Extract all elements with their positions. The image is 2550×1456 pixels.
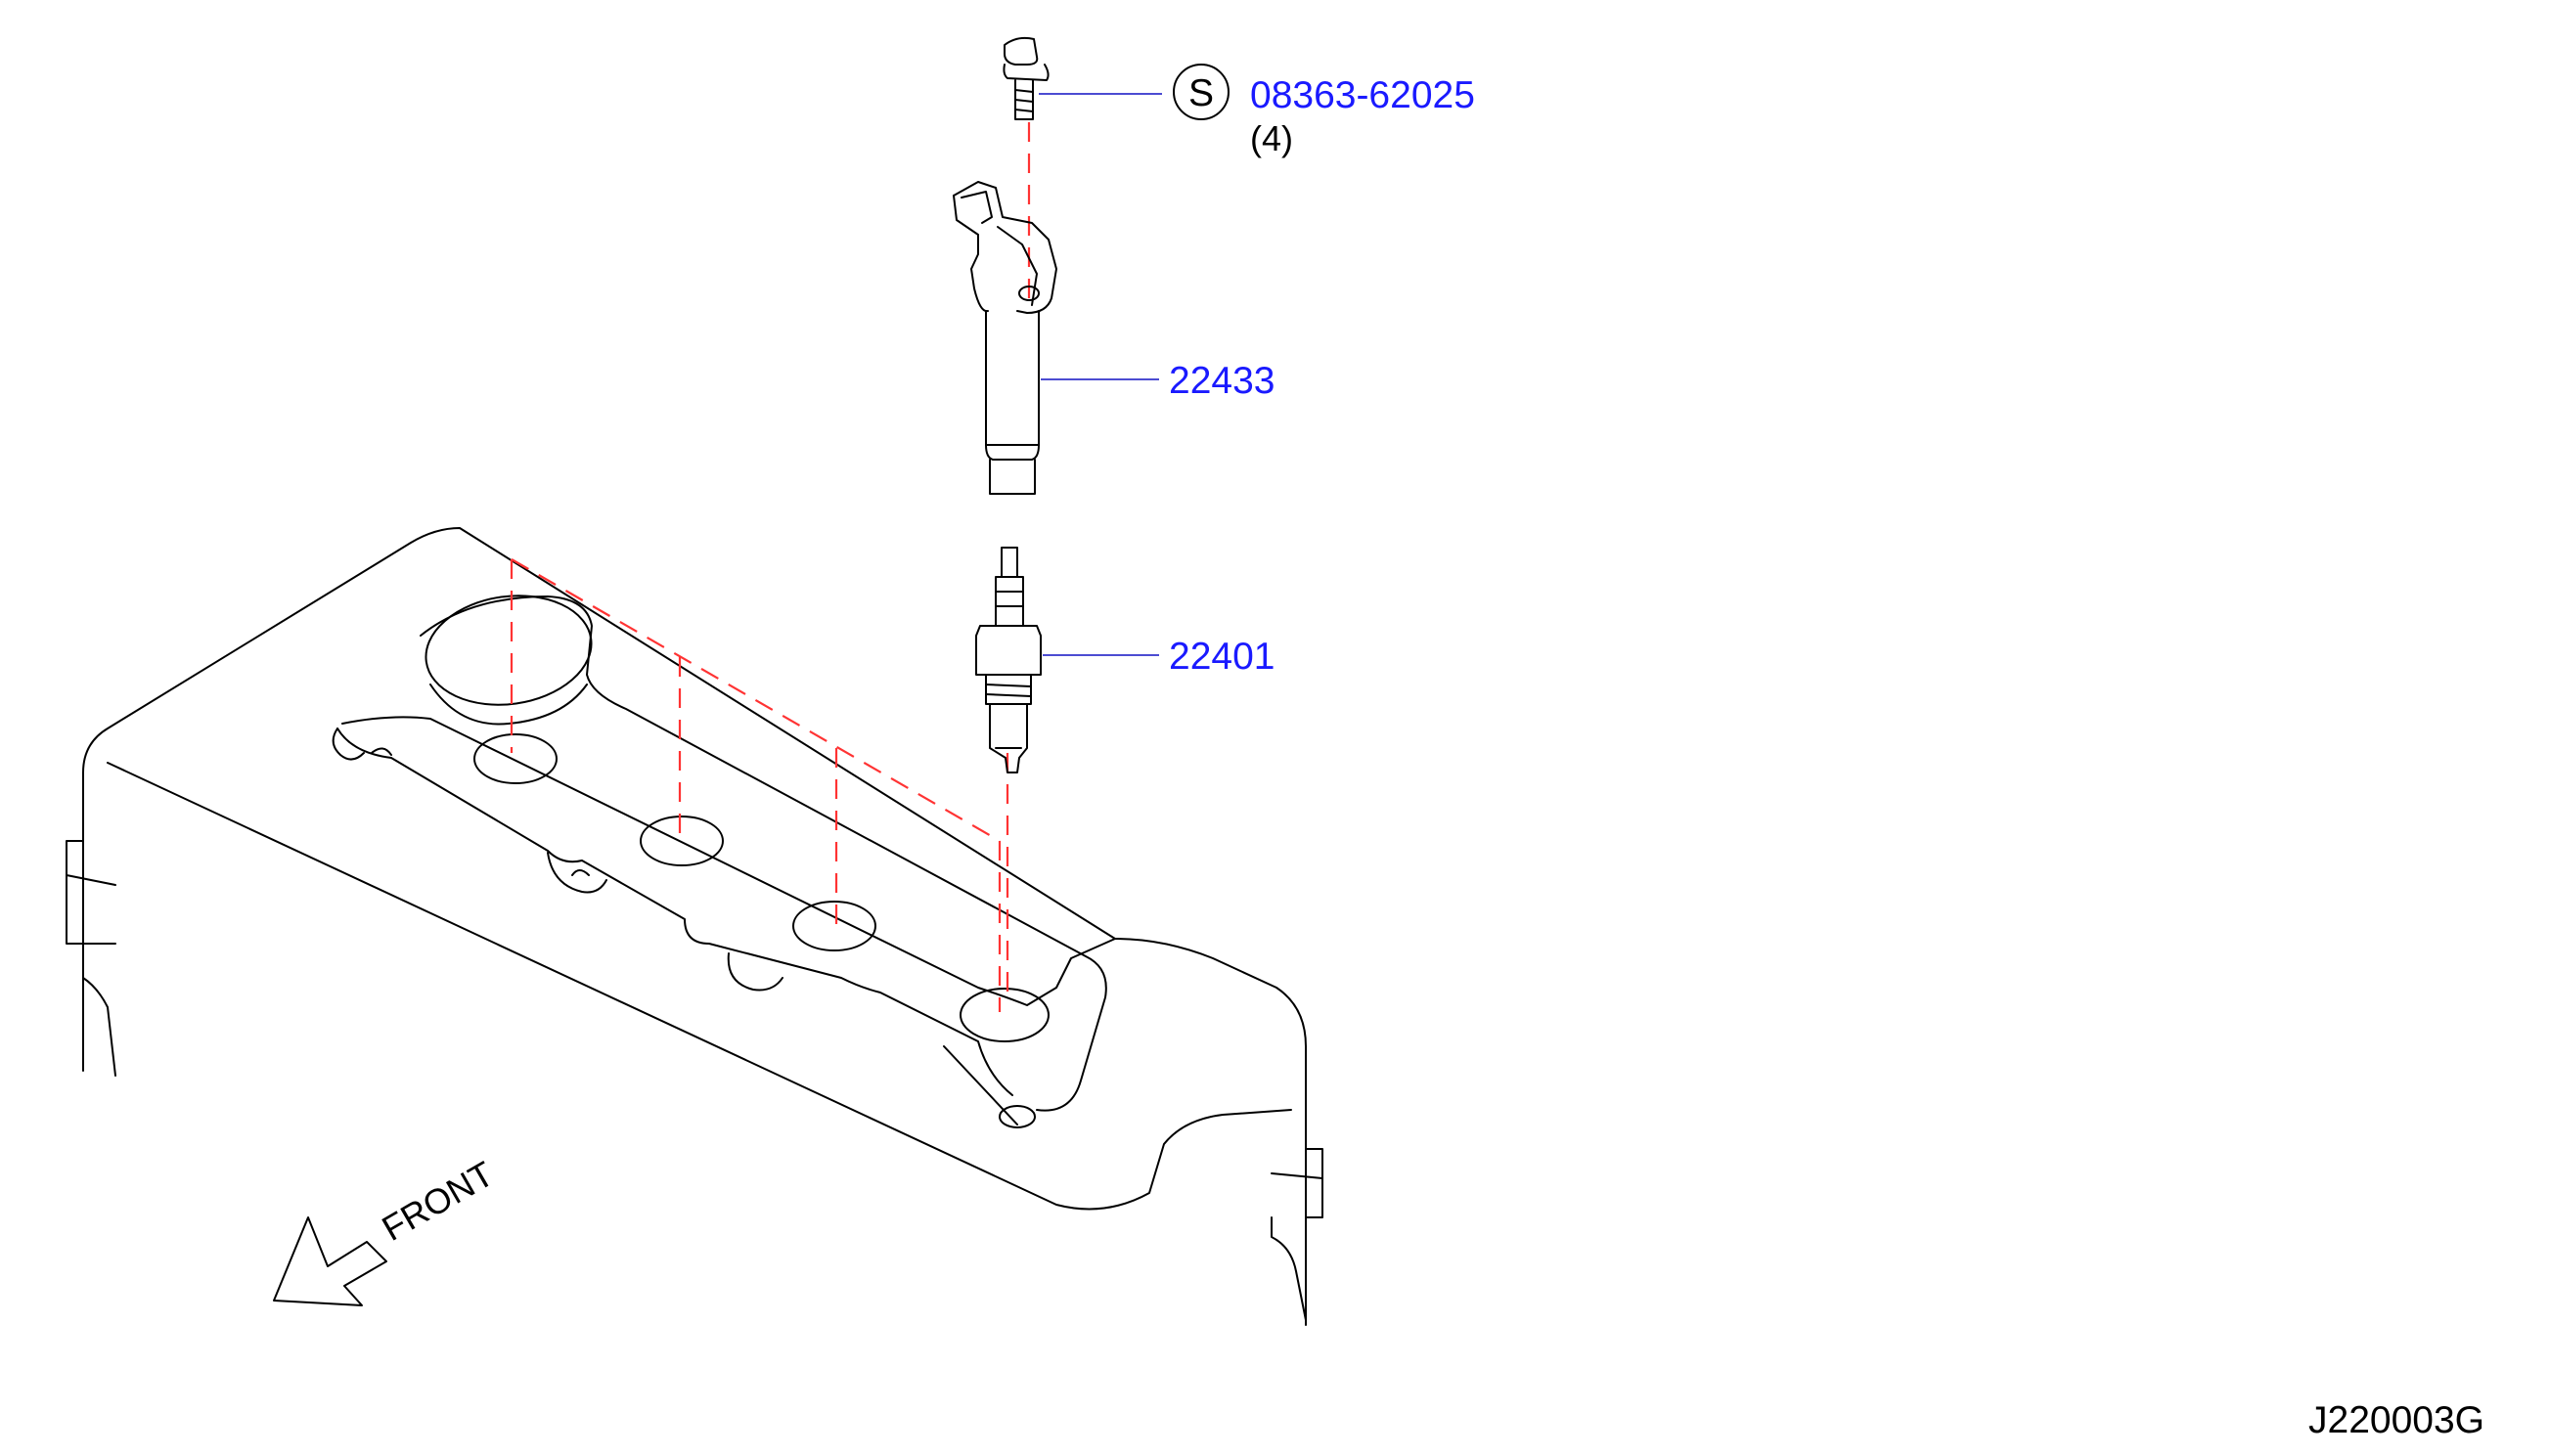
- front-arrow-icon: [273, 1216, 387, 1306]
- assembly-lines: [510, 122, 1031, 1012]
- valve-cover-illustration: [66, 527, 1323, 1326]
- bolt-callout: S 08363-62025 (4): [1039, 64, 1475, 158]
- bolt-part-number-link[interactable]: 08363-62025: [1250, 74, 1475, 116]
- spark-plug-illustration: [975, 547, 1042, 773]
- plug-hole-1: [473, 733, 558, 784]
- plug-hole-4: [960, 988, 1050, 1042]
- diagram-code: J220003G: [2308, 1399, 2484, 1441]
- plug-hole-2: [640, 816, 724, 866]
- plug-part-number-link[interactable]: 22401: [1169, 636, 1275, 678]
- coil-callout: 22433: [1041, 360, 1275, 402]
- bolt-quantity: (4): [1250, 118, 1293, 158]
- standard-part-marker-letter: S: [1188, 72, 1214, 114]
- bolt-illustration: [1003, 36, 1050, 120]
- front-label: FRONT: [376, 1153, 501, 1249]
- standard-part-marker: [1173, 64, 1230, 120]
- coil-part-number-link[interactable]: 22433: [1169, 360, 1275, 402]
- plug-callout: 22401: [1043, 636, 1275, 678]
- plug-hole-3: [792, 901, 876, 951]
- front-direction-indicator: FRONT: [273, 1153, 501, 1306]
- ignition-coil-illustration: [953, 181, 1057, 495]
